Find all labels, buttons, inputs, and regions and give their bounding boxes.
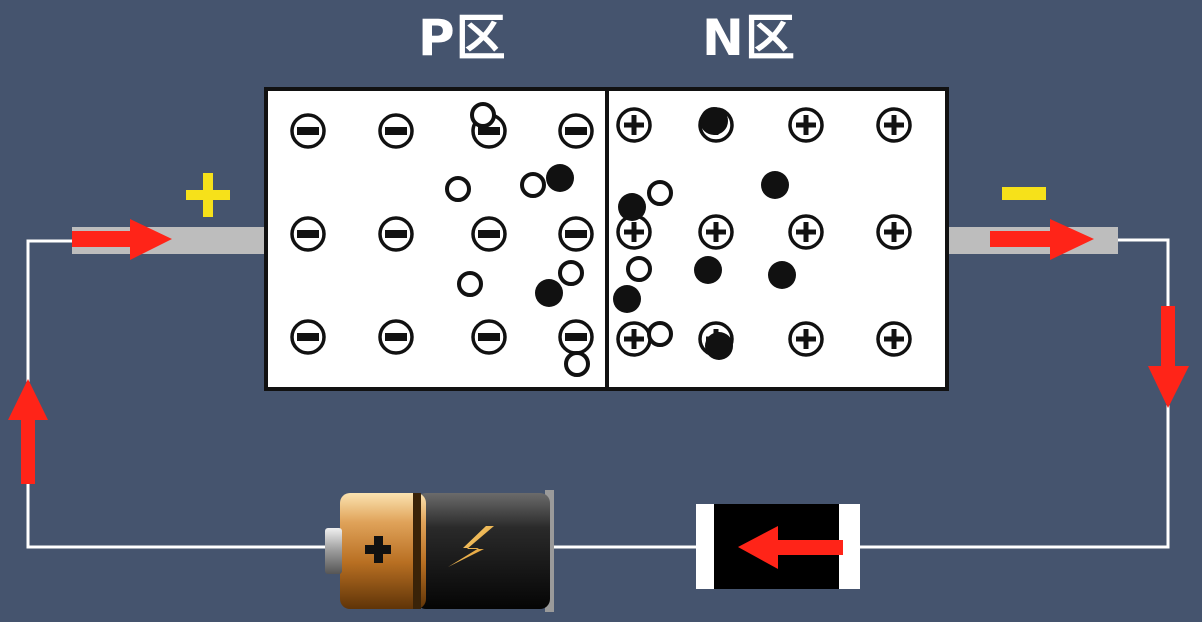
negative-ion-icon bbox=[558, 113, 594, 149]
negative-ion-icon bbox=[471, 216, 507, 252]
current-arrow-icon bbox=[8, 379, 48, 484]
negative-ion-icon bbox=[471, 319, 507, 355]
carriers-layer bbox=[445, 102, 796, 377]
electron-icon bbox=[546, 164, 574, 192]
negative-ion-icon bbox=[558, 216, 594, 252]
electron-icon bbox=[535, 279, 563, 307]
battery bbox=[325, 490, 554, 612]
hole-icon bbox=[457, 271, 483, 297]
positive-ion-icon bbox=[616, 107, 652, 143]
negative-ion-icon bbox=[290, 113, 326, 149]
current-arrow-icon bbox=[990, 219, 1094, 260]
negative-ion-icon bbox=[378, 319, 414, 355]
battery-plus-icon bbox=[365, 536, 391, 563]
current-arrow-icon bbox=[738, 526, 843, 569]
electron-icon bbox=[694, 256, 722, 284]
negative-ion-icon bbox=[558, 319, 594, 355]
ions-layer bbox=[290, 107, 912, 357]
positive-terminal-mark bbox=[186, 173, 230, 217]
hole-icon bbox=[520, 172, 546, 198]
positive-ion-icon bbox=[876, 321, 912, 357]
negative-ion-icon bbox=[290, 216, 326, 252]
negative-ion-icon bbox=[378, 216, 414, 252]
electron-icon bbox=[613, 285, 641, 313]
positive-ion-icon bbox=[698, 214, 734, 250]
electron-icon bbox=[761, 171, 789, 199]
hole-icon bbox=[445, 176, 471, 202]
n-region-label: N区 bbox=[702, 9, 796, 67]
electron-icon bbox=[618, 193, 646, 221]
pn-junction-block bbox=[264, 87, 949, 391]
electron-icon bbox=[768, 261, 796, 289]
hole-icon bbox=[647, 321, 673, 347]
negative-ion-icon bbox=[290, 319, 326, 355]
hole-icon bbox=[647, 180, 673, 206]
diode bbox=[696, 504, 860, 589]
p-region-label: P区 bbox=[418, 9, 507, 67]
positive-ion-icon bbox=[876, 107, 912, 143]
electron-icon bbox=[700, 107, 728, 135]
positive-ion-icon bbox=[876, 214, 912, 250]
hole-icon bbox=[626, 256, 652, 282]
positive-ion-icon bbox=[788, 107, 824, 143]
positive-ion-icon bbox=[788, 321, 824, 357]
negative-terminal-mark bbox=[1002, 187, 1046, 200]
positive-ion-icon bbox=[788, 214, 824, 250]
hole-icon bbox=[564, 351, 590, 377]
negative-ion-icon bbox=[378, 113, 414, 149]
current-arrow-icon bbox=[72, 219, 172, 260]
electron-icon bbox=[705, 332, 733, 360]
positive-ion-icon bbox=[616, 321, 652, 357]
hole-icon bbox=[470, 102, 496, 128]
hole-icon bbox=[558, 260, 584, 286]
current-arrow-icon bbox=[1148, 306, 1189, 408]
